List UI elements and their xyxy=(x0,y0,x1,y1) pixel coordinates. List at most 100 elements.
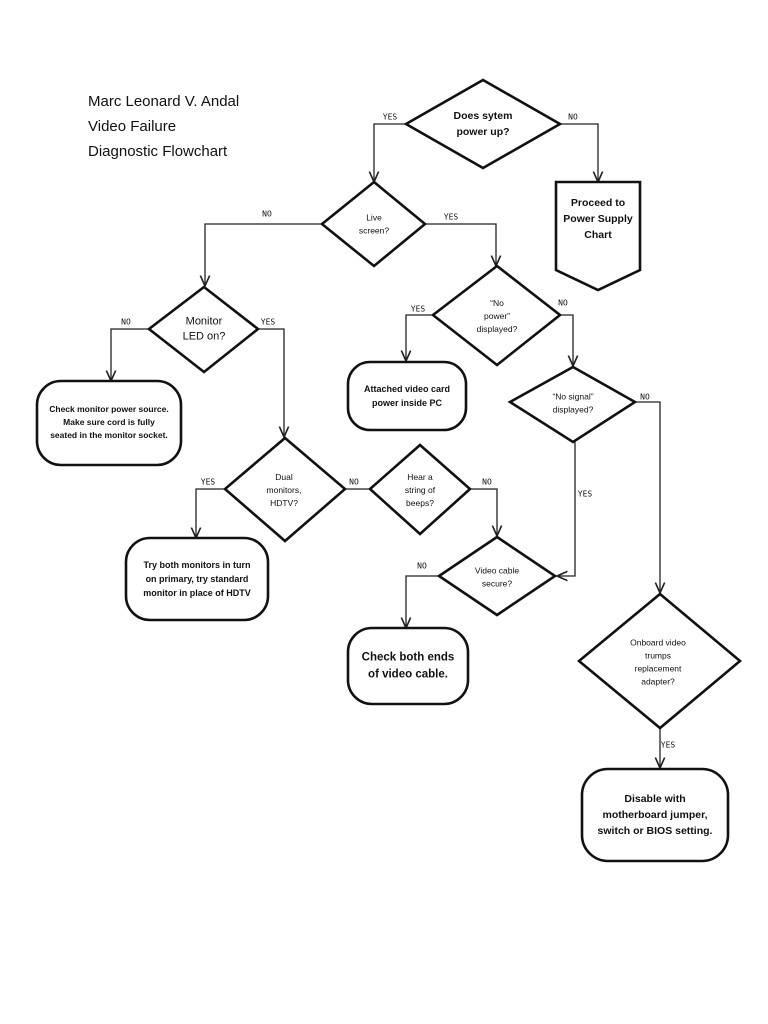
node-text-line: displayed? xyxy=(477,324,518,334)
node-text-line: Does sytem xyxy=(454,110,513,122)
connectors xyxy=(111,123,660,768)
node-text-line: on primary, try standard xyxy=(146,574,249,584)
node-text-line: power inside PC xyxy=(372,398,443,408)
edge-power-yes xyxy=(374,123,406,182)
terminal-attached-video[interactable]: Attached video card power inside PC xyxy=(346,360,468,432)
node-text-line: Dual xyxy=(275,472,293,482)
decision-onboard-video-text: Onboard video trumps replacement adapter? xyxy=(630,638,686,687)
label-yes: YES xyxy=(661,741,676,750)
terminal-try-both-text: Try both monitors in turn on primary, try… xyxy=(143,560,251,598)
label-no: NO xyxy=(121,318,131,327)
edge-live-no xyxy=(205,223,322,286)
node-text-line: Disable with xyxy=(624,793,685,805)
label-no: NO xyxy=(262,210,272,219)
label-no: NO xyxy=(558,299,568,308)
edge-led-no xyxy=(111,328,149,381)
node-text-line: Attached video card xyxy=(364,384,450,394)
node-text-line: Check both ends xyxy=(362,652,455,664)
node-text-line: Hear a xyxy=(407,472,433,482)
terminal-check-cable-ends[interactable]: Check both ends of video cable. xyxy=(346,626,470,706)
node-text-line: motherboard jumper, xyxy=(602,809,707,821)
node-text-line: secure? xyxy=(482,579,513,589)
node-text-line: beeps? xyxy=(406,498,434,508)
label-no: NO xyxy=(482,478,492,487)
terminal-check-cable-text: Check both ends of video cable. xyxy=(362,652,455,681)
node-text-line: “No xyxy=(490,298,504,308)
label-no: NO xyxy=(640,393,650,402)
node-text-line: power up? xyxy=(456,126,509,138)
edge-labels: YES NO NO YES NO YES YES NO NO YES NO NO… xyxy=(121,113,675,750)
decision-dual-monitors-text: Dual monitors, HDTV? xyxy=(267,472,302,508)
label-yes: YES xyxy=(383,113,398,122)
label-yes: YES xyxy=(411,305,426,314)
node-text-line: LED on? xyxy=(183,331,226,343)
node-text-line: displayed? xyxy=(553,405,594,415)
decision-power-up[interactable]: Does sytem power up? xyxy=(403,78,563,170)
decision-video-cable[interactable]: Video cable secure? xyxy=(436,535,558,617)
chart-subtitle: Diagnostic Flowchart xyxy=(88,143,228,160)
decision-dual-monitors[interactable]: Dual monitors, HDTV? xyxy=(223,436,347,543)
terminal-attached-video-text: Attached video card power inside PC xyxy=(364,384,450,408)
edge-power-no xyxy=(560,123,598,182)
decision-power-up-text: Does sytem power up? xyxy=(454,110,513,138)
node-text-line: Video cable xyxy=(475,566,520,576)
decision-no-signal[interactable]: “No signal” displayed? xyxy=(507,365,638,444)
decision-onboard-video[interactable]: Onboard video trumps replacement adapter? xyxy=(576,592,743,730)
author-name: Marc Leonard V. Andal xyxy=(88,93,239,110)
node-text-line: switch or BIOS setting. xyxy=(598,825,713,837)
edge-beeps-no xyxy=(470,488,497,536)
edge-dual-yes xyxy=(196,488,225,538)
node-text-line: Chart xyxy=(584,229,612,241)
node-text-line: seated in the monitor socket. xyxy=(50,430,168,440)
node-text-line: power” xyxy=(484,311,510,321)
node-text-line: monitor in place of HDTV xyxy=(143,588,251,598)
terminal-try-both-monitors[interactable]: Try both monitors in turn on primary, try… xyxy=(124,536,270,622)
decision-video-cable-text: Video cable secure? xyxy=(475,566,520,589)
label-yes: YES xyxy=(261,318,276,327)
node-text-line: monitors, xyxy=(267,485,302,495)
label-no: NO xyxy=(568,113,578,122)
chart-title: Video Failure xyxy=(88,118,176,135)
decision-live-screen[interactable]: Live screen? xyxy=(319,180,428,268)
node-text-line: Monitor xyxy=(186,316,223,328)
node-text-line: “No signal” xyxy=(552,392,593,402)
label-no: NO xyxy=(417,562,427,571)
node-text-line: adapter? xyxy=(641,677,675,687)
edge-led-yes xyxy=(258,328,284,437)
node-text-line: Make sure cord is fully xyxy=(63,417,155,427)
node-text-line: of video cable. xyxy=(368,669,448,681)
decision-no-power-text: “No power” displayed? xyxy=(477,298,518,334)
node-text-line: HDTV? xyxy=(270,498,298,508)
node-text-line: Onboard video xyxy=(630,638,686,648)
edge-live-yes xyxy=(425,223,496,266)
node-text-line: screen? xyxy=(359,226,390,236)
edge-nosignal-yes xyxy=(557,441,576,576)
node-text-line: Proceed to xyxy=(571,197,625,209)
terminal-disable-text: Disable with motherboard jumper, switch or… xyxy=(598,793,713,837)
node-text-line: Power Supply xyxy=(563,213,633,225)
edge-nosignal-no xyxy=(635,401,660,593)
label-yes: YES xyxy=(201,478,216,487)
decision-no-signal-text: “No signal” displayed? xyxy=(552,392,593,415)
label-yes: YES xyxy=(578,490,593,499)
decision-live-screen-text: Live screen? xyxy=(359,213,390,236)
node-text-line: Try both monitors in turn xyxy=(144,560,251,570)
label-yes: YES xyxy=(444,213,459,222)
node-text-line: replacement xyxy=(635,664,682,674)
node-text-line: Live xyxy=(366,213,382,223)
edge-nopower-yes xyxy=(406,314,433,361)
terminal-disable-onboard[interactable]: Disable with motherboard jumper, switch or… xyxy=(580,767,730,863)
node-text-line: trumps xyxy=(645,651,671,661)
terminal-check-monitor-text: Check monitor power source.Make sure cor… xyxy=(49,404,169,440)
decision-no-power[interactable]: “No power” displayed? xyxy=(430,264,563,367)
edge-cable-no xyxy=(406,575,439,628)
label-no: NO xyxy=(349,478,359,487)
terminal-check-monitor[interactable]: Check monitor power source.Make sure cor… xyxy=(35,379,183,467)
